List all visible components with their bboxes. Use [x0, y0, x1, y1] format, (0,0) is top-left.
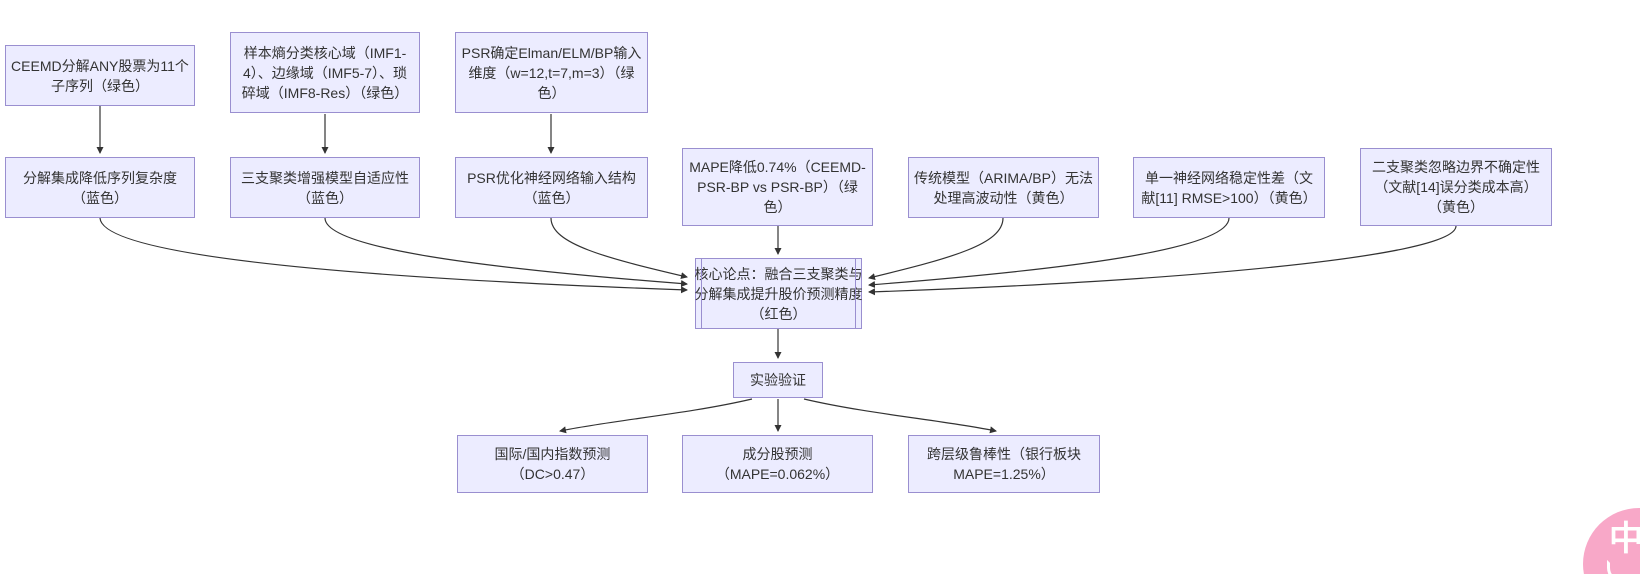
node-traditional-models: 传统模型（ARIMA/BP）无法 处理高波动性（黄色）: [908, 157, 1099, 218]
node-mape-reduction: MAPE降低0.74%（CEEMD- PSR-BP vs PSR-BP）（绿 色…: [682, 148, 873, 226]
node-label-line: CEEMD分解ANY股票为11个: [11, 57, 189, 74]
node-label-line: 样本熵分类核心域（IMF1-: [243, 44, 407, 61]
node-ceemd-decomposition: CEEMD分解ANY股票为11个 子序列（绿色）: [5, 45, 195, 106]
node-label-line: 三支聚类增强模型自适应性: [241, 169, 409, 186]
node-label-line: 4）、边缘域（IMF5-7）、琐: [242, 64, 408, 81]
node-label-line: 处理高波动性（黄色）: [933, 189, 1074, 206]
node-index-prediction: 国际/国内指数预测 （DC>0.47）: [457, 435, 648, 493]
node-label-line: MAPE降低0.74%（CEEMD-: [689, 159, 866, 175]
node-label-line: 跨层级鲁棒性（银行板块: [927, 446, 1081, 462]
translate-icon-arc: [1607, 560, 1633, 574]
node-single-nn-instability: 单一神经网络稳定性差（文 献[11] RMSE>100）（黄色）: [1133, 157, 1325, 218]
double-border-bar: [701, 259, 702, 328]
node-label-line: 维度（w=12,t=7,m=3）（绿: [468, 64, 635, 81]
node-psr-optimization: PSR优化神经网络输入结构 （蓝色）: [455, 157, 648, 218]
node-experimental-validation: 实验验证: [733, 362, 823, 398]
double-border-bar: [855, 259, 856, 328]
node-label-line: 二支聚类忽略边界不确定性: [1372, 159, 1540, 175]
node-label-line: 分解集成提升股价预测精度: [694, 285, 863, 302]
edge-singlenn-core: [868, 217, 1230, 289]
edge-threeway-core: [324, 217, 688, 288]
node-label-line: PSR优化神经网络输入结构: [467, 169, 636, 186]
edge-trad-core: [868, 217, 1004, 280]
node-constituent-stock-prediction: 成分股预测 （MAPE=0.062%）: [682, 435, 873, 493]
node-label-line: （MAPE=0.062%）: [715, 466, 840, 482]
node-label-line: 子序列（绿色）: [51, 77, 149, 94]
node-label-line: 核心论点：融合三支聚类与: [694, 265, 863, 282]
node-two-way-clustering: 二支聚类忽略边界不确定性 （文献[14]误分类成本高） （黄色）: [1360, 148, 1552, 226]
edge-decomp-core: [99, 217, 688, 294]
node-cross-level-robustness: 跨层级鲁棒性（银行板块 MAPE=1.25%）: [908, 435, 1100, 493]
node-core-thesis: 核心论点：融合三支聚类与 分解集成提升股价预测精度 （红色）: [694, 258, 863, 329]
node-label-line: 成分股预测: [742, 446, 813, 462]
translate-widget-button[interactable]: 中 A: [1583, 508, 1640, 574]
node-label-line: （DC>0.47）: [510, 466, 595, 482]
edge-experiment-robust: [803, 398, 997, 434]
edge-psropt-core: [550, 217, 688, 280]
node-label-line: 国际/国内指数预测: [494, 446, 611, 462]
edge-twoway-core: [868, 225, 1457, 296]
node-label-line: 分解集成降低序列复杂度: [23, 169, 177, 186]
node-label-line: 色）: [763, 199, 792, 215]
node-label-line: 单一神经网络稳定性差（文: [1145, 169, 1313, 186]
node-label-line: 实验验证: [750, 372, 806, 388]
node-label-line: MAPE=1.25%）: [953, 466, 1055, 482]
node-label-line: （蓝色）: [523, 189, 580, 206]
node-label-line: 碎域（IMF8-Res）（绿色）: [241, 84, 409, 101]
node-label-line: （文献[14]误分类成本高）: [1374, 179, 1538, 195]
node-label-line: 色）: [537, 84, 566, 101]
node-label-line: PSR确定Elman/ELM/BP输入: [461, 44, 642, 61]
node-label-line: 传统模型（ARIMA/BP）无法: [914, 169, 1093, 186]
node-decomposition-ensemble: 分解集成降低序列复杂度 （蓝色）: [5, 157, 195, 218]
node-psr-input-dimension: PSR确定Elman/ELM/BP输入 维度（w=12,t=7,m=3）（绿 色…: [455, 32, 648, 113]
node-label-line: 献[11] RMSE>100）（黄色）: [1141, 189, 1317, 206]
edge-experiment-index: [559, 398, 753, 434]
node-label-line: （黄色）: [1428, 199, 1484, 215]
node-sample-entropy: 样本熵分类核心域（IMF1- 4）、边缘域（IMF5-7）、琐 碎域（IMF8-…: [230, 32, 420, 113]
translate-icon: 中: [1609, 520, 1640, 558]
node-label-line: （红色）: [750, 305, 807, 322]
node-three-way-clustering: 三支聚类增强模型自适应性 （蓝色）: [230, 157, 420, 218]
node-label-line: （蓝色）: [297, 189, 353, 206]
node-label-line: PSR-BP vs PSR-BP）（绿: [697, 179, 858, 195]
node-label-line: （蓝色）: [72, 189, 128, 206]
